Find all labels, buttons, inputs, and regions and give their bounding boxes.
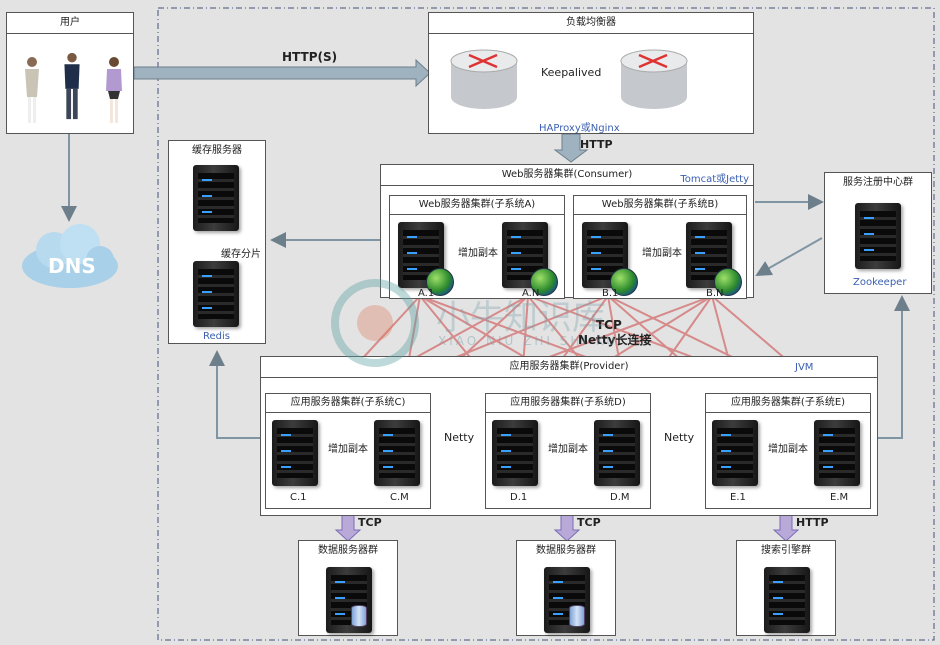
app-subsystem-e: 应用服务器集群(子系统E) 增加副本 E.1 E.M [705, 393, 871, 509]
http-arrow-search [772, 514, 800, 542]
app-server-dm-icon [594, 420, 640, 486]
search-tier-title: 搜索引擎群 [761, 545, 811, 556]
user-female-icon [25, 57, 39, 123]
app-c-replica-label: 增加副本 [328, 444, 368, 455]
watermark-subtext: XIAO NIU ZHI SHI KU [438, 334, 619, 348]
app-cluster-sub: JVM [795, 362, 814, 373]
load-balancer-box: 负载均衡器 Keepalived HAProxy或Nginx [428, 12, 754, 134]
tcp-arrow-2 [553, 514, 581, 542]
http-label-search: HTTP [796, 516, 829, 529]
web-a-replica-label: 增加副本 [458, 248, 498, 259]
user-box: 用户 [6, 12, 134, 134]
cache-server-icon-2 [193, 261, 239, 327]
load-balancer-sub: HAProxy或Nginx [539, 123, 620, 134]
web-globe-icon-3 [610, 268, 638, 296]
tcp-arrow-1 [334, 514, 362, 542]
app-server-cm-icon [374, 420, 420, 486]
http-s-arrow [133, 58, 431, 88]
web-subsystem-b-title: Web服务器集群(子系统B) [574, 196, 746, 215]
web-subsystem-a: Web服务器集群(子系统A) 增加副本 A.1 A.N [389, 195, 565, 299]
keepalived-label: Keepalived [541, 66, 602, 79]
app-server-c1-icon [272, 420, 318, 486]
system-boundary [157, 7, 935, 641]
app-cluster-title: 应用服务器集群(Provider) [261, 357, 877, 378]
app-subsystem-d-title: 应用服务器集群(子系统D) [486, 394, 650, 413]
app-to-registry-arrow [878, 295, 910, 439]
cache-box: 缓存服务器 缓存分片 Redis [168, 140, 266, 344]
registry-title: 服务注册中心群 [843, 177, 913, 188]
search-tier: 搜索引擎群 [736, 540, 836, 636]
app-server-em-icon [814, 420, 860, 486]
dns-label: DNS [48, 254, 96, 278]
data-tier-2-title: 数据服务器群 [536, 545, 596, 556]
web-cluster-sub: Tomcat或Jetty [680, 174, 749, 185]
web-globe-icon-4 [714, 268, 742, 296]
web-an-label: A.N [522, 288, 540, 299]
app-e-replica-label: 增加副本 [768, 444, 808, 455]
registry-sub: Zookeeper [853, 277, 907, 288]
user-title: 用户 [7, 13, 133, 34]
router-icon-2 [620, 49, 688, 109]
app-c1-label: C.1 [290, 492, 307, 503]
registry-server-icon [855, 203, 901, 269]
http-arrow [553, 133, 589, 163]
app-subsystem-e-title: 应用服务器集群(子系统E) [706, 394, 870, 413]
netty-label-cd: Netty [444, 431, 475, 444]
user-male-icon [64, 52, 80, 120]
app-server-d1-icon [492, 420, 538, 486]
cache-sub: Redis [203, 331, 230, 342]
registry-box: 服务注册中心群 Zookeeper [824, 172, 932, 294]
app-d-replica-label: 增加副本 [548, 444, 588, 455]
app-subsystem-c: 应用服务器集群(子系统C) 增加副本 C.1 C.M [265, 393, 431, 509]
dns-cloud-icon [22, 224, 118, 288]
database-icon [351, 605, 367, 627]
web-globe-icon [426, 268, 454, 296]
app-d1-label: D.1 [510, 492, 528, 503]
web-server-a1-icon [398, 222, 444, 288]
watermark-logo-icon [331, 279, 419, 367]
data-tier-2: 数据服务器群 [516, 540, 616, 636]
web-globe-icon-2 [530, 268, 558, 296]
app-cluster-box: 应用服务器集群(Provider) JVM 应用服务器集群(子系统C) 增加副本… [260, 356, 878, 516]
tcp-label-2: TCP [577, 516, 601, 529]
app-to-cache-arrow [209, 350, 262, 439]
app-cm-label: C.M [390, 492, 409, 503]
tcp-label: TCP [596, 318, 622, 332]
web-cluster-title: Web服务器集群(Consumer) [381, 165, 753, 186]
search-server-icon [764, 567, 810, 633]
cache-shard-label: 缓存分片 [221, 249, 261, 260]
watermark-text: 小牛知识库 [436, 298, 606, 338]
app-subsystem-c-title: 应用服务器集群(子系统C) [266, 394, 430, 413]
data-tier-1-title: 数据服务器群 [318, 545, 378, 556]
app-em-label: E.M [830, 492, 849, 503]
web-subsystem-a-title: Web服务器集群(子系统A) [390, 196, 564, 215]
app-e1-label: E.1 [730, 492, 746, 503]
web-cluster-box: Web服务器集群(Consumer) Tomcat或Jetty Web服务器集群… [380, 164, 754, 299]
web-a1-label: A.1 [418, 288, 435, 299]
cache-title: 缓存服务器 [192, 145, 242, 156]
web-b-replica-label: 增加副本 [642, 248, 682, 259]
user-girl-icon [106, 57, 122, 123]
netty-long-label: Netty长连接 [578, 333, 652, 347]
web-bn-label: B.N [706, 288, 724, 299]
http-label: HTTP [580, 138, 613, 151]
tcp-label-1: TCP [358, 516, 382, 529]
registry-to-web-arrow [755, 237, 823, 276]
app-dm-label: D.M [610, 492, 630, 503]
netty-label-de: Netty [664, 431, 695, 444]
app-server-e1-icon [712, 420, 758, 486]
web-b1-label: B.1 [602, 288, 619, 299]
database-icon-2 [569, 605, 585, 627]
data-tier-1: 数据服务器群 [298, 540, 398, 636]
cache-server-icon [193, 165, 239, 231]
app-subsystem-d: 应用服务器集群(子系统D) 增加副本 D.1 D.M [485, 393, 651, 509]
router-icon [450, 49, 518, 109]
web-subsystem-b: Web服务器集群(子系统B) 增加副本 B.1 B.N [573, 195, 747, 299]
http-s-label: HTTP(S) [282, 50, 338, 64]
load-balancer-title: 负载均衡器 [429, 13, 753, 34]
